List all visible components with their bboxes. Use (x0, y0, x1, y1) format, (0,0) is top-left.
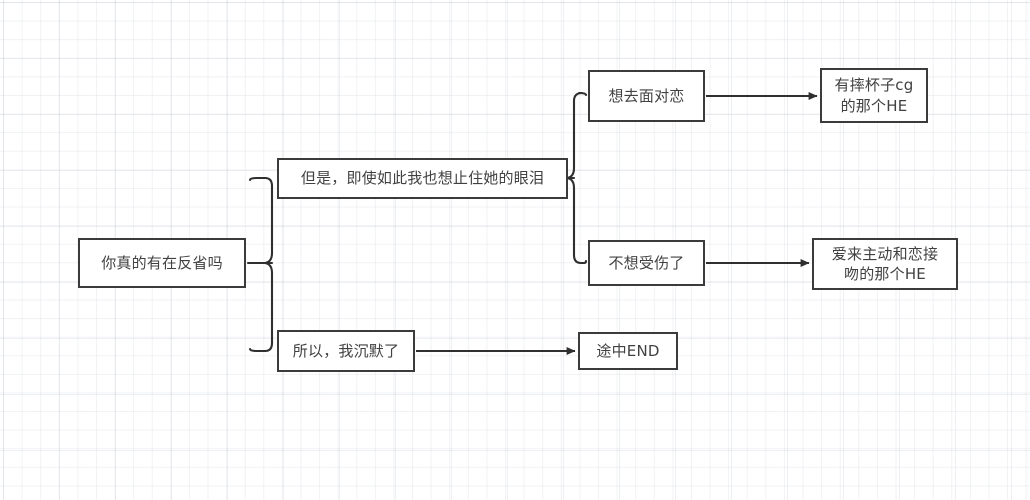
node-end-cup[interactable]: 有摔杯子cg 的那个HE (820, 68, 928, 123)
node-end-kiss-line1: 爱来主动和恋接 (831, 244, 939, 263)
node-branch-a[interactable]: 但是，即使如此我也想止住她的眼泪 (277, 158, 568, 199)
node-end-kiss-line2: 吻的那个HE (844, 265, 926, 283)
node-choice-hurt-label: 不想受伤了 (608, 253, 685, 272)
node-start[interactable]: 你真的有在反省吗 (78, 238, 246, 288)
node-end-cup-line1: 有摔杯子cg (834, 76, 914, 95)
node-end-cup-line2: 的那个HE (840, 96, 908, 115)
node-branch-b-label: 所以，我沉默了 (292, 341, 400, 360)
node-choice-face[interactable]: 想去面对恋 (588, 70, 705, 122)
node-choice-hurt[interactable]: 不想受伤了 (588, 240, 705, 286)
node-choice-face-label: 想去面对恋 (608, 86, 685, 105)
node-branch-a-label: 但是，即使如此我也想止住她的眼泪 (300, 169, 545, 188)
node-branch-b[interactable]: 所以，我沉默了 (277, 330, 415, 372)
node-end-mid[interactable]: 途中END (578, 332, 678, 370)
node-end-kiss[interactable]: 爱来主动和恋接 吻的那个HE (812, 238, 958, 290)
brace-start-split (248, 176, 274, 353)
node-start-label: 你真的有在反省吗 (101, 253, 223, 272)
node-end-mid-label: 途中END (596, 341, 660, 360)
